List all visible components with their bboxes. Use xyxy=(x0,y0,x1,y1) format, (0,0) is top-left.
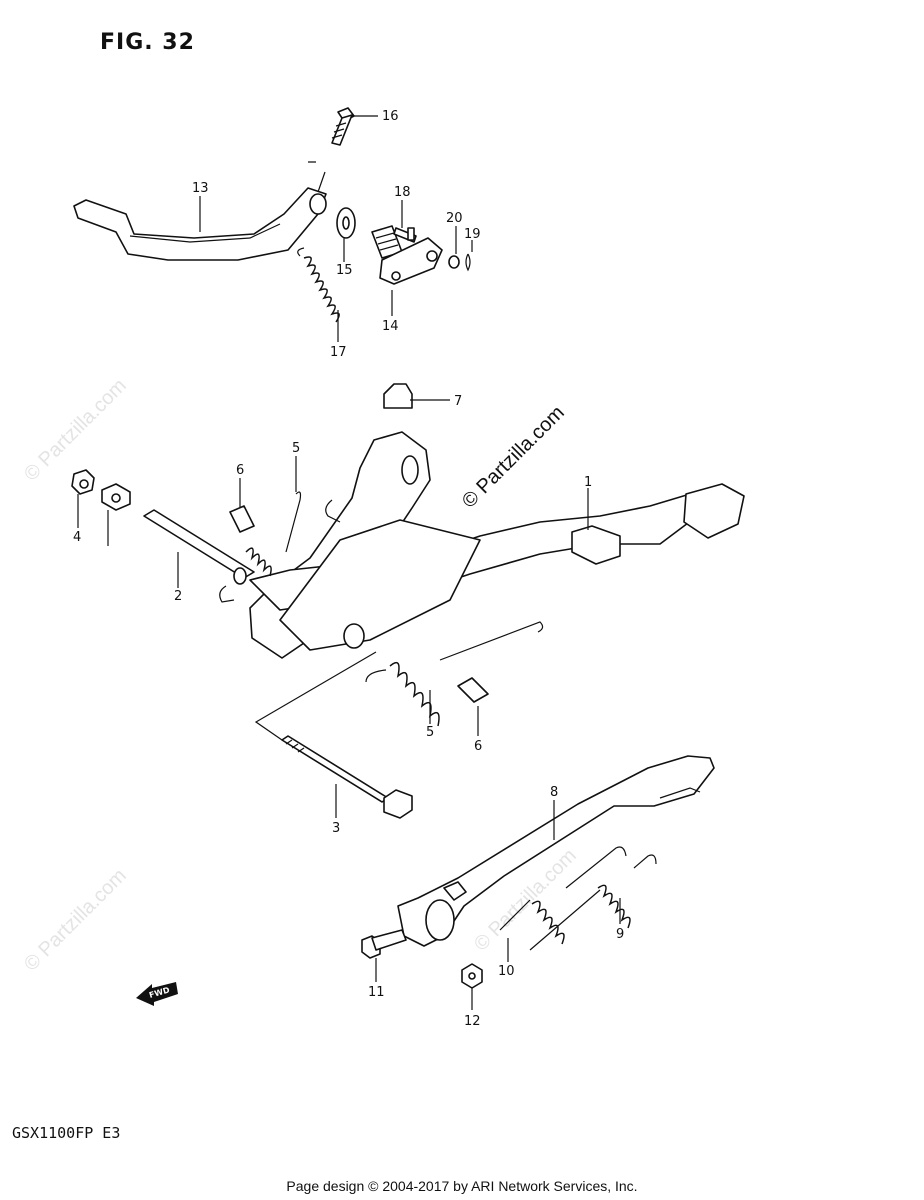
part-5-spring-lower xyxy=(365,621,544,727)
part-17-spring xyxy=(297,247,340,323)
callout-11: 11 xyxy=(368,985,385,1000)
part-4-washer xyxy=(101,483,131,511)
callout-2: 2 xyxy=(174,589,182,604)
callout-7: 7 xyxy=(454,394,462,409)
part-8-side-stand xyxy=(397,755,715,947)
part-19-pin xyxy=(465,253,471,272)
callout-15: 15 xyxy=(336,263,353,278)
callout-17: 17 xyxy=(330,345,347,360)
part-6-bushing-lower xyxy=(457,677,489,703)
callout-13: 13 xyxy=(192,181,209,196)
callout-5a: 5 xyxy=(292,441,300,456)
part-18-bolt xyxy=(393,227,417,243)
model-code: GSX1100FP E3 xyxy=(12,1124,121,1142)
part-2-pivot-shaft xyxy=(143,509,255,585)
callout-18: 18 xyxy=(394,185,411,200)
part-15-washer xyxy=(336,207,356,239)
callout-6a: 6 xyxy=(236,463,244,478)
part-20-washer xyxy=(448,255,460,269)
part-10-spring xyxy=(499,846,627,945)
callout-8: 8 xyxy=(550,785,558,800)
part-5-spring-upper xyxy=(219,491,302,603)
callout-10: 10 xyxy=(498,964,515,979)
callout-20: 20 xyxy=(446,211,463,226)
part-4-nut xyxy=(71,469,95,495)
part-9-spring xyxy=(529,854,657,951)
callout-14: 14 xyxy=(382,319,399,334)
callout-12: 12 xyxy=(464,1014,481,1029)
callout-4: 4 xyxy=(73,530,81,545)
callout-1: 1 xyxy=(584,475,592,490)
callout-labels: 16 13 15 17 18 14 20 19 7 5 6 1 4 2 5 6 … xyxy=(73,109,624,1029)
leader-lines xyxy=(77,115,621,1010)
part-7-stopper xyxy=(383,383,413,409)
part-13-pedal-arm xyxy=(73,187,327,261)
callout-9: 9 xyxy=(616,927,624,942)
part-11-bolt xyxy=(361,929,407,959)
part-6-bushing-upper xyxy=(229,505,255,533)
callout-3: 3 xyxy=(332,821,340,836)
page-footer: Page design © 2004-2017 by ARI Network S… xyxy=(286,1178,638,1194)
fwd-arrow-icon: FWD xyxy=(136,982,178,1006)
callout-5b: 5 xyxy=(426,725,434,740)
callout-19: 19 xyxy=(464,227,481,242)
part-16-bolt xyxy=(331,107,355,146)
part-12-nut xyxy=(461,963,483,989)
part-3-long-bolt xyxy=(281,735,413,819)
figure-title: FIG. 32 xyxy=(100,30,195,55)
callout-16: 16 xyxy=(382,109,399,124)
callout-6b: 6 xyxy=(474,739,482,754)
